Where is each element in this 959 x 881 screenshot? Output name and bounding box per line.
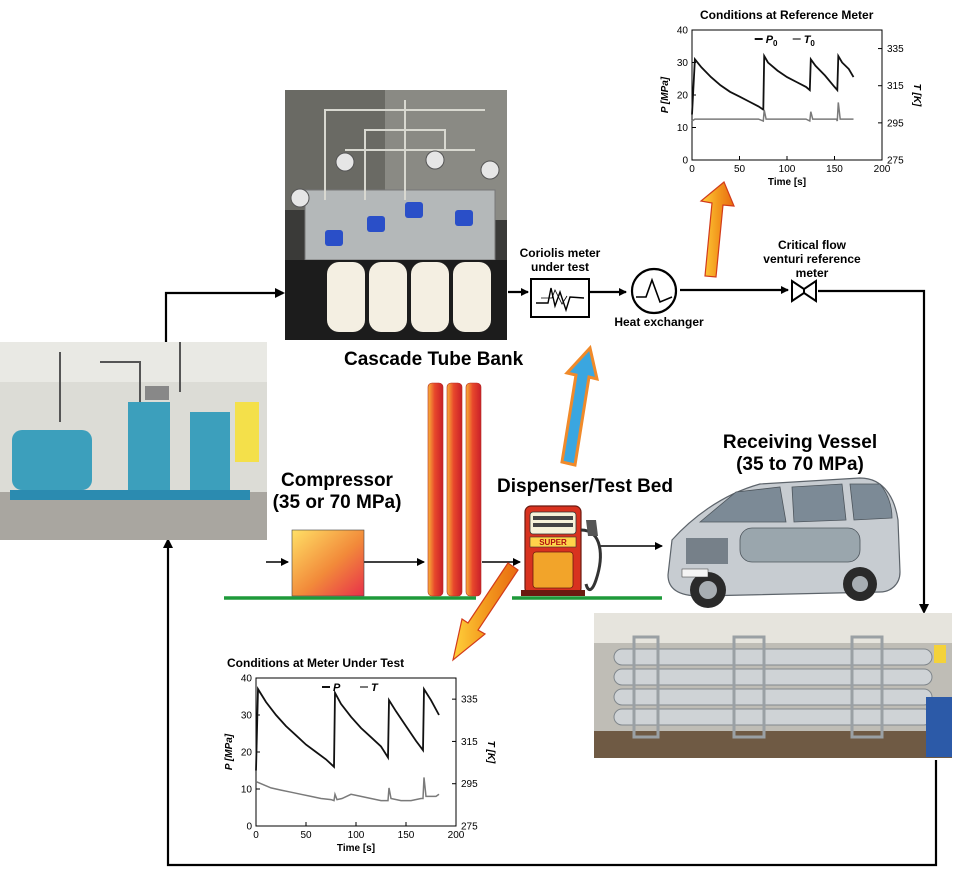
ref-series-P0 [691,52,855,115]
mut-xlabel: Time [s] [337,843,375,854]
compressor-block [291,529,365,597]
mut-y2tick-label: 335 [461,695,478,706]
receiving-vessel-label: Receiving Vessel (35 to 70 MPa) [700,432,900,476]
mut-y2label: T [K] [485,741,496,764]
coriolis-label-line2: under test [530,260,589,274]
receiving-vessel-label-line2: (35 to 70 MPa) [736,454,864,475]
ref-ytick-label: 30 [677,58,689,69]
ref-xtick-label: 150 [826,164,843,175]
pump-sign: SUPER [539,538,567,547]
critical-flow-label: Critical flow venturi reference meter [752,238,872,280]
ref-y2tick-label: 335 [887,44,904,55]
mut-plot-frame [255,677,457,827]
vehicle-illustration [667,477,901,608]
venturi-symbol [791,279,817,303]
ref-y2tick-label: 295 [887,118,904,129]
ref-xlabel: Time [s] [768,177,806,188]
ref-ytick-label: 0 [682,156,688,167]
mut-xtick-label: 100 [348,830,365,841]
mut-legend-label: P [333,682,341,694]
ref-ytick-label: 40 [677,26,689,37]
ref-xtick-label: 50 [734,164,746,175]
critical-flow-label-line2: venturi reference [763,252,861,266]
dispenser-label: Dispenser/Test Bed [497,476,673,497]
ref-xtick-label: 100 [779,164,796,175]
ref-xtick-label: 0 [689,164,695,175]
cascade-tubes [427,382,482,597]
mut-chart-title: Conditions at Meter Under Test [227,656,405,670]
compressor-label-line1: Compressor [281,470,393,491]
mut-xtick-label: 200 [448,830,465,841]
cascade-tube-bank-photo [285,90,507,340]
reference-chart-title: Conditions at Reference Meter [700,8,874,22]
mut-ytick-label: 10 [241,785,253,796]
coriolis-meter-symbol [530,278,590,318]
mut-y2tick-label: 315 [461,737,478,748]
receiving-vessel-label-line1: Receiving Vessel [722,432,878,453]
flow-line-venturi-to-receiving [818,289,929,614]
ref-legend-label: T0 [804,34,816,48]
ref-ytick-label: 20 [677,91,689,102]
mut-series-P [255,686,440,771]
mut-ytick-label: 30 [241,711,253,722]
mut-ylabel: P [MPa] [224,733,235,770]
ref-ylabel: P [MPa] [660,76,671,113]
ref-series-T0 [691,102,854,123]
flow-line-return [163,538,938,867]
mut-xtick-label: 150 [398,830,415,841]
mut-ytick-label: 20 [241,748,253,759]
compressor-photo [0,342,267,540]
flow-line-compressor-to-cascade [164,288,285,343]
receiving-vessel-photo [594,613,952,758]
compressor-label: Compressor (35 or 70 MPa) [272,470,402,514]
coriolis-label-line1: Coriolis meter [519,246,601,260]
arrow-test-bed-to-coriolis [560,344,599,467]
arrow-to-mut-chart [452,562,519,662]
mut-ytick-label: 40 [241,674,253,685]
mut-y2tick-label: 275 [461,822,478,833]
mut-legend-label: T [371,682,379,694]
arrow-to-reference-chart [699,181,735,278]
mut-series-T [255,777,440,802]
ref-ytick-label: 10 [677,123,689,134]
coriolis-label: Coriolis meter under test [505,246,615,274]
heat-exchanger-label: Heat exchanger [614,315,704,329]
mut-y2tick-label: 295 [461,779,478,790]
heat-exchanger-symbol [630,267,678,315]
ref-y2label: T [K] [911,84,922,107]
compressor-label-line2: (35 or 70 MPa) [272,492,402,513]
critical-flow-label-line3: meter [795,266,829,280]
cascade-tube-bank-label: Cascade Tube Bank [344,349,524,370]
mut-xtick-label: 0 [253,830,259,841]
mut-xtick-label: 50 [300,830,312,841]
fuel-pump-icon: SUPER [521,505,602,596]
ref-xtick-label: 200 [874,164,891,175]
ref-plot-frame [691,29,883,161]
ref-y2tick-label: 315 [887,81,904,92]
ref-y2tick-label: 275 [887,156,904,167]
critical-flow-label-line1: Critical flow [777,238,846,252]
mut-ytick-label: 0 [246,822,252,833]
